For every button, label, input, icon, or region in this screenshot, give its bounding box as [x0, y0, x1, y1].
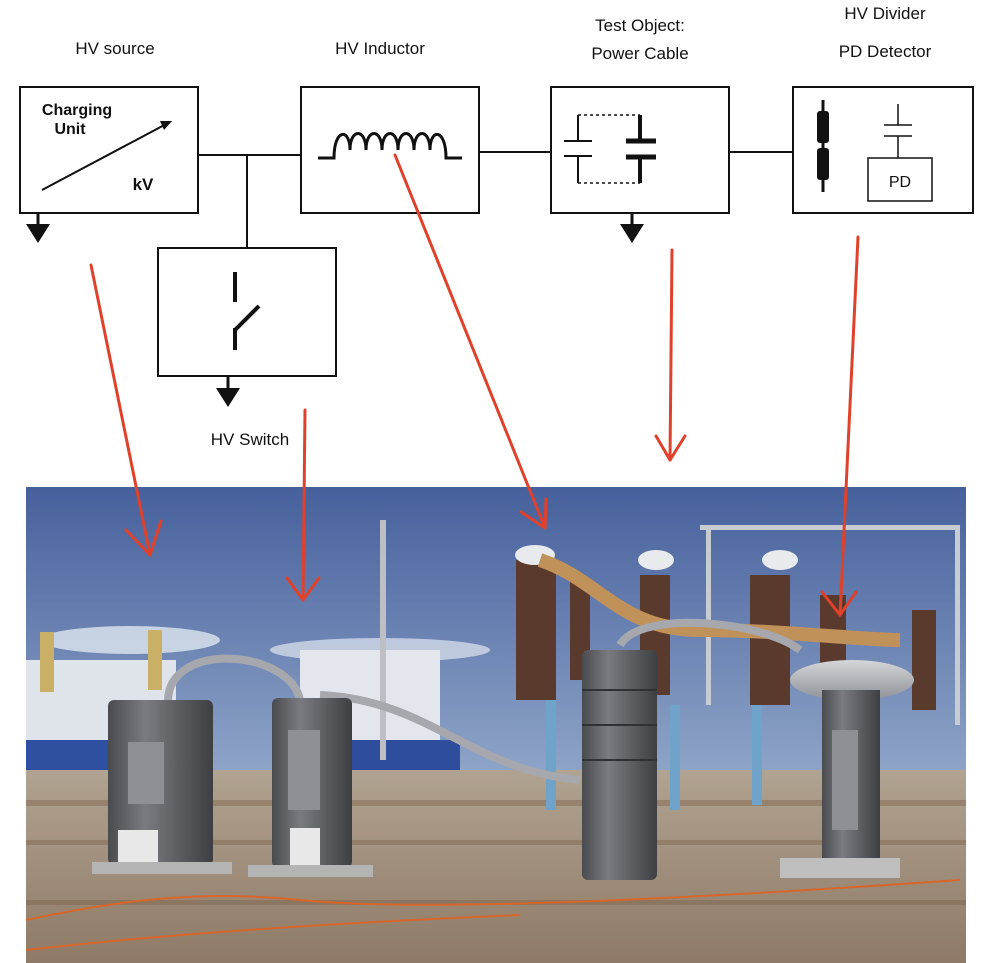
ground-icon [620, 213, 644, 243]
label-hv-source: HV source [75, 39, 155, 58]
charging-unit-line1: Charging [42, 102, 112, 119]
label-test-object-line2: Power Cable [591, 44, 689, 63]
box-hv-switch [157, 247, 337, 377]
charging-unit-kv: kV [133, 175, 154, 194]
ground-icon [216, 376, 240, 407]
arrow-test-object [654, 248, 687, 462]
charging-unit-cylinder [92, 700, 232, 874]
orange-cable [25, 914, 521, 951]
metal-tube [319, 691, 581, 784]
label-pd-detector: PD Detector [838, 42, 932, 61]
arrow-hv-inductor [393, 153, 548, 530]
pd-box-label: PD [889, 174, 911, 191]
pd-capacitor-icon [884, 104, 912, 158]
switch-icon [233, 272, 261, 350]
connection-wires [198, 151, 793, 248]
orange-cable [25, 879, 961, 921]
arrow-hv-divider [820, 235, 860, 617]
hv-switch-cylinder [248, 698, 373, 877]
label-test-object-line1: Test Object: [595, 16, 685, 35]
label-hv-divider: HV Divider [844, 4, 926, 23]
hv-divider-cylinder [780, 660, 914, 878]
label-hv-switch: HV Switch [210, 430, 290, 449]
box-hv-divider: PD [792, 86, 974, 214]
box-test-object [550, 86, 730, 214]
box-charging-unit: Charging Unit kV [19, 86, 199, 214]
metal-tube [616, 618, 803, 654]
charging-unit-line2: Unit [54, 121, 86, 138]
arrow-hv-source [89, 263, 163, 557]
capacitor-icon [564, 114, 656, 184]
arrow-hv-switch [285, 408, 321, 602]
divider-icon [817, 100, 829, 192]
inductor-icon [318, 132, 462, 160]
inductor-cylinder [582, 650, 657, 880]
label-hv-inductor: HV Inductor [335, 39, 425, 58]
substation-photo [25, 487, 966, 963]
red-arrows [89, 153, 860, 617]
metal-tube [164, 654, 304, 702]
ground-icon [26, 213, 50, 243]
box-hv-inductor [300, 86, 480, 214]
pd-detector-box [867, 157, 933, 202]
copper-cable [537, 553, 901, 647]
label-test-object: Test Object: Power Cable [555, 12, 725, 68]
